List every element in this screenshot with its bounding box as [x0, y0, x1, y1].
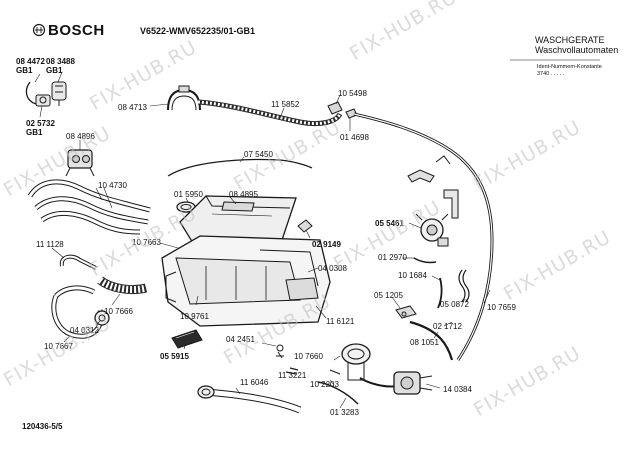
part-label: 10 7663	[132, 238, 161, 247]
dispenser-housing	[161, 235, 331, 327]
clip-029149	[297, 219, 313, 233]
part-label: 08 4895	[229, 190, 258, 199]
drain-hose-116046	[197, 385, 302, 414]
ring-040312	[94, 310, 110, 326]
part-label: 01 4698	[340, 133, 369, 142]
part-label: GB1	[16, 66, 33, 75]
part-label: 04 2451	[226, 335, 255, 344]
hose-clamp-084713	[167, 85, 201, 111]
ident-value: 3740 . . . . .	[537, 71, 565, 77]
inlet-elbow-111128	[59, 254, 97, 270]
cable-075450	[167, 158, 313, 177]
bellows-107666	[97, 276, 148, 295]
part-label: 08 1051	[410, 338, 439, 347]
part-label: GB1	[26, 128, 43, 137]
part-label: 05 1205	[374, 291, 403, 300]
part-label: 10 7666	[104, 307, 133, 316]
small-hose-101684	[437, 277, 443, 309]
valve-part-083488	[51, 81, 67, 106]
pressure-tube-107659	[353, 112, 494, 361]
part-label: 10 9761	[180, 312, 209, 321]
part-label: 01 2970	[378, 253, 407, 262]
part-label: 11 3221	[278, 371, 307, 380]
drawer-handle-055915	[171, 329, 203, 349]
part-label: 08 4713	[118, 103, 147, 112]
part-label: 04 0312	[70, 326, 99, 335]
part-label: 02 9149	[312, 240, 341, 249]
part-label: 07 5450	[244, 150, 273, 159]
model-title: V6522-WMV652235/01-GB1	[140, 26, 256, 36]
part-label: 11 5852	[271, 100, 300, 109]
drain-pump-140384	[329, 343, 433, 395]
part-label: 05 5915	[160, 352, 189, 361]
pressure-switch-055461	[415, 213, 449, 247]
subcategory-label: Waschvollautomaten	[535, 45, 619, 55]
part-label: 01 3283	[330, 408, 359, 417]
ident-label: Ident-Nummern-Konstante	[537, 64, 602, 70]
part-label: 02 5732	[26, 119, 55, 128]
screw-042451	[276, 344, 284, 359]
clamp-051205	[395, 305, 417, 319]
part-label: 10 7659	[487, 303, 516, 312]
part-label: 04 0308	[318, 264, 347, 273]
small-hose-012970	[413, 257, 437, 264]
bosch-logo-icon	[32, 23, 46, 37]
page-reference: 120436-5/5	[22, 422, 63, 431]
brand-name: BOSCH	[48, 22, 105, 39]
part-label: 08 3488	[46, 57, 75, 66]
part-label: 10 1684	[398, 271, 427, 280]
hose-clip-113221	[285, 367, 299, 375]
part-label: 05 0872	[440, 300, 469, 309]
part-label: 10 2203	[310, 380, 339, 389]
part-label: 08 4472	[16, 57, 45, 66]
part-label: 10 5498	[338, 89, 367, 98]
solenoid-valve-084896	[65, 149, 95, 177]
part-label: 05 5461	[375, 219, 404, 228]
inlet-hoses-104730	[27, 179, 151, 235]
part-label: 11 1128	[36, 240, 64, 249]
category-label: WASCHGERATE	[535, 35, 605, 45]
spring-clip-050872	[458, 269, 470, 303]
part-label: 11 6046	[240, 378, 269, 387]
hose-081051	[409, 320, 454, 361]
clip-part	[407, 155, 451, 183]
hose-102203	[317, 381, 359, 405]
part-label: GB1	[46, 66, 63, 75]
drain-hose-115852	[197, 99, 343, 127]
bracket-part	[443, 189, 459, 219]
part-label: 14 0384	[443, 385, 472, 394]
part-label: 01 5950	[174, 190, 203, 199]
part-label: 08 4896	[66, 132, 95, 141]
valve-part-084472	[25, 81, 51, 107]
clamp-105498	[327, 101, 358, 119]
part-label: 02 1712	[433, 322, 462, 331]
part-label: 11 6121	[326, 317, 355, 326]
part-label: 10 4730	[98, 181, 127, 190]
part-label: 10 7660	[294, 352, 323, 361]
part-label: 10 7667	[44, 342, 73, 351]
